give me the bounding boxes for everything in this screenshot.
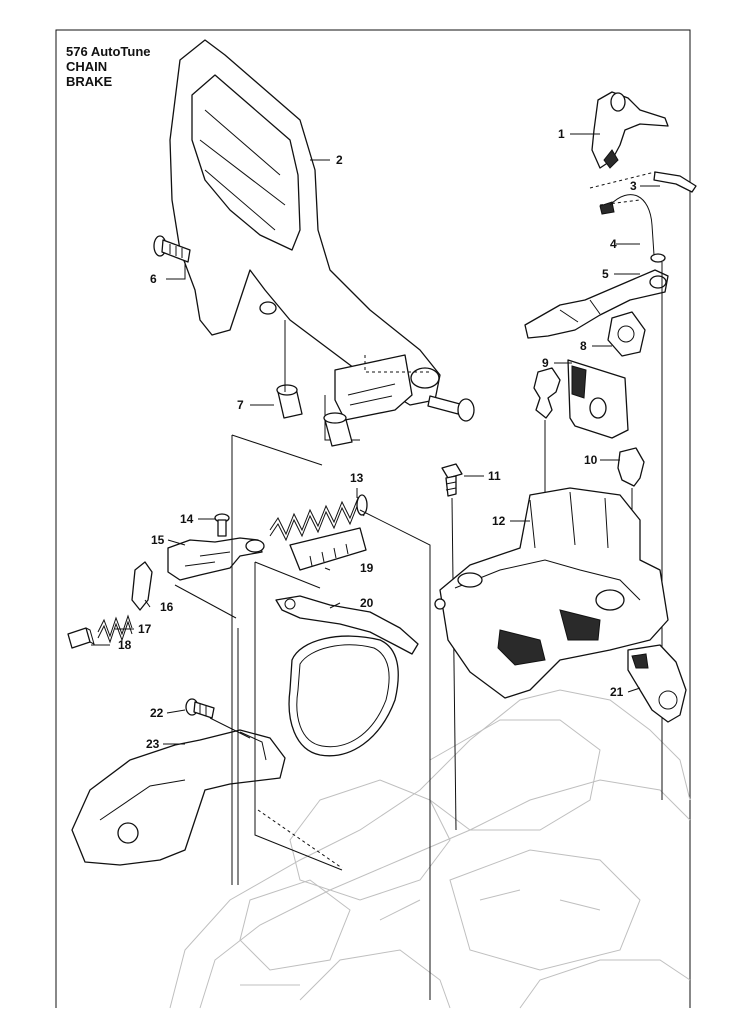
- callout-6: 6: [150, 272, 157, 286]
- brake-band-20: [275, 595, 419, 757]
- callout-3: 3: [630, 179, 637, 193]
- screw-6: [153, 235, 191, 263]
- callout-2: 2: [336, 153, 343, 167]
- callout-12: 12: [492, 514, 506, 528]
- release-lever-5: [524, 269, 669, 339]
- page-frame: [55, 29, 691, 1008]
- rod-4: [609, 194, 666, 263]
- callout-1: 1: [558, 127, 565, 141]
- sleeve-19: [289, 527, 367, 571]
- screw-guard-right: [427, 395, 475, 422]
- title-line-1: CHAIN: [66, 59, 108, 74]
- pawl-16: [131, 561, 153, 611]
- front-hand-guard: [169, 39, 441, 421]
- callout-labels: 1 2 3 4 5 6 7 8 9 10 11 12 13 14 15 16 1…: [118, 127, 637, 751]
- callout-20: 20: [360, 596, 374, 610]
- callout-17: 17: [138, 622, 152, 636]
- clutch-cover-23: [71, 729, 286, 866]
- link-15: [167, 537, 265, 581]
- cam-8: [607, 311, 646, 357]
- screw-14: [214, 513, 230, 537]
- callout-10: 10: [584, 453, 598, 467]
- callout-7: 7: [237, 398, 244, 412]
- callout-9: 9: [542, 356, 549, 370]
- bushing-7: [276, 384, 353, 447]
- callout-15: 15: [151, 533, 165, 547]
- callout-23: 23: [146, 737, 160, 751]
- callout-21: 21: [610, 685, 624, 699]
- callout-11: 11: [488, 469, 501, 483]
- callout-16: 16: [160, 600, 174, 614]
- callout-19: 19: [360, 561, 374, 575]
- callout-8: 8: [580, 339, 587, 353]
- powerhead-ghost: [169, 689, 691, 1009]
- spring-17: [97, 614, 133, 644]
- knob-21: [627, 644, 687, 723]
- callout-18: 18: [118, 638, 132, 652]
- bolt-11: [441, 463, 463, 497]
- callout-22: 22: [150, 706, 164, 720]
- cam-10: [617, 447, 645, 487]
- callout-14: 14: [180, 512, 194, 526]
- callout-4: 4: [610, 237, 617, 251]
- brake-housing-12: [434, 487, 669, 699]
- spring-13: [269, 494, 368, 542]
- bracket-9: [533, 359, 629, 439]
- title-line-model: 576 AutoTune: [66, 44, 151, 59]
- leader-lines: [91, 133, 660, 745]
- diagram-title: 576 AutoTune CHAIN BRAKE: [66, 44, 151, 89]
- brake-lever-1: [591, 91, 669, 169]
- title-line-2: BRAKE: [66, 74, 113, 89]
- callout-5: 5: [602, 267, 609, 281]
- screw-22: [185, 698, 215, 719]
- block-18: [67, 627, 95, 649]
- callout-13: 13: [350, 471, 364, 485]
